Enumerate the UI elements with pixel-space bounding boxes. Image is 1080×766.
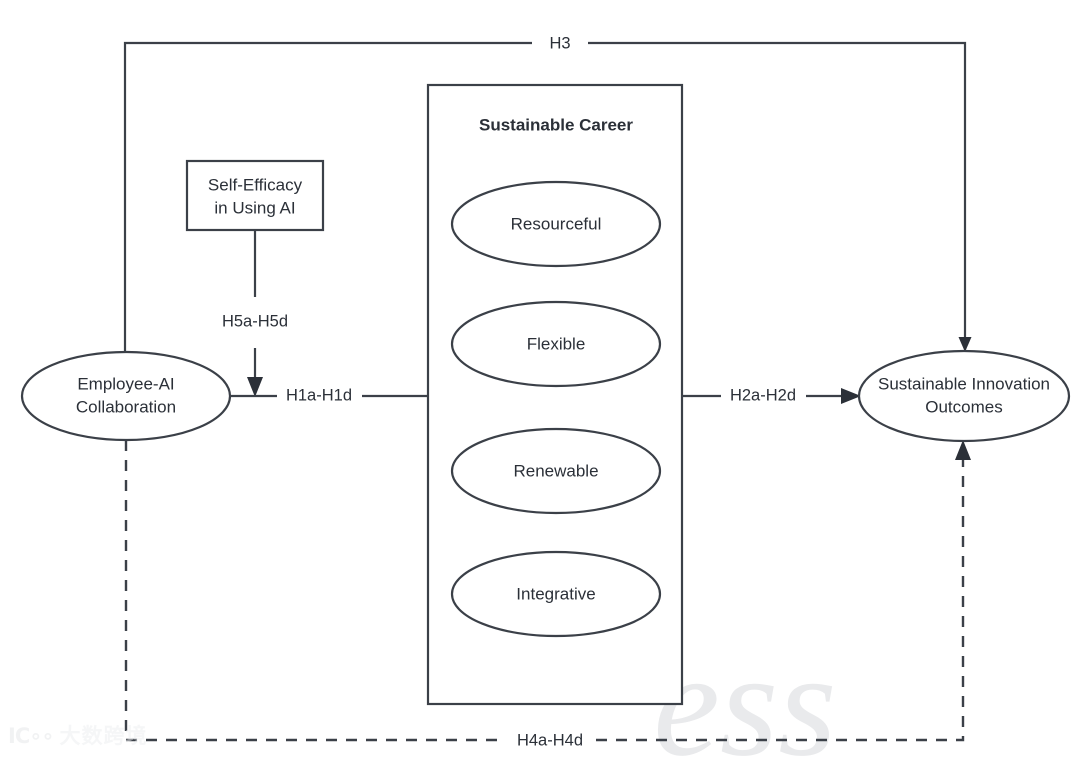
path-h5: H5a-H5d [222, 230, 288, 397]
path-h3-label: H3 [549, 34, 570, 52]
background-watermark-text: ess [653, 621, 836, 766]
node-integrative[interactable]: Integrative [450, 550, 662, 638]
path-h1-label: H1a-H1d [286, 386, 352, 404]
path-h5-label: H5a-H5d [222, 312, 288, 330]
node-self-efficacy-in-using-ai[interactable]: Self-Efficacy in Using AI [185, 159, 325, 232]
sustainable-innovation-outcomes-label-line2: Outcomes [925, 397, 1002, 416]
node-renewable[interactable]: Renewable [450, 427, 662, 515]
sustainable-innovation-outcomes-label-line1: Sustainable Innovation [878, 374, 1050, 393]
renewable-label: Renewable [513, 461, 598, 480]
sustainable-career-title: Sustainable Career [479, 115, 633, 134]
resourceful-label: Resourceful [511, 214, 602, 233]
flexible-label: Flexible [527, 334, 586, 353]
self-efficacy-label-line1: Self-Efficacy [208, 175, 303, 194]
path-h4-line-left [124, 440, 504, 742]
path-h3-line-left [123, 41, 532, 355]
path-h5-arrowhead [247, 377, 263, 397]
sustainable-innovation-outcomes-ellipse[interactable] [857, 349, 1071, 443]
node-resourceful[interactable]: Resourceful [450, 180, 662, 268]
integrative-ellipse[interactable] [450, 550, 662, 638]
self-efficacy-box[interactable] [185, 159, 325, 232]
path-h3-line-right [588, 41, 967, 341]
flexible-ellipse[interactable] [450, 300, 662, 388]
node-flexible[interactable]: Flexible [450, 300, 662, 388]
node-employee-ai-collaboration[interactable]: Employee-AI Collaboration [20, 350, 232, 442]
employee-ai-collaboration-label-line2: Collaboration [76, 397, 176, 416]
employee-ai-collaboration-label-line1: Employee-AI [77, 374, 174, 393]
renewable-ellipse[interactable] [450, 427, 662, 515]
self-efficacy-label-line2: in Using AI [214, 198, 295, 217]
path-h4-label: H4a-H4d [517, 731, 583, 749]
path-h3-arrowhead [958, 337, 972, 352]
path-h2-arrowhead [841, 388, 861, 404]
integrative-label: Integrative [516, 584, 595, 603]
node-sustainable-career[interactable]: Sustainable Career Resourceful Flexible … [426, 83, 684, 706]
path-h4-line-right [596, 452, 965, 742]
path-h4: H4a-H4d [124, 440, 971, 749]
resourceful-ellipse[interactable] [450, 180, 662, 268]
employee-ai-collaboration-ellipse[interactable] [20, 350, 232, 442]
path-h2: H2a-H2d [682, 386, 861, 404]
path-h2-label: H2a-H2d [730, 386, 796, 404]
path-h4-arrowhead [955, 440, 971, 460]
path-h1: H1a-H1d [230, 386, 428, 404]
path-h3: H3 [123, 34, 972, 355]
node-sustainable-innovation-outcomes[interactable]: Sustainable Innovation Outcomes [857, 349, 1071, 443]
